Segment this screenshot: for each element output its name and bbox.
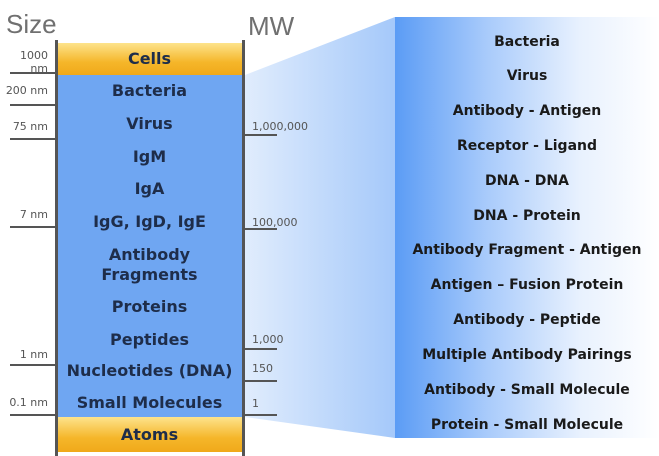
size-label: 75 nm <box>12 120 48 133</box>
size-tick <box>10 104 56 106</box>
mw-axis-line <box>242 40 245 456</box>
mw-tick <box>243 134 277 136</box>
size-tick <box>10 72 56 74</box>
interaction-item: Multiple Antibody Pairings <box>422 347 632 363</box>
interaction-item: Antibody - Antigen <box>452 103 602 119</box>
size-tick <box>10 364 56 366</box>
category-label: Bacteria <box>111 81 188 100</box>
size-tick <box>10 414 56 416</box>
category-label: Small Molecules <box>76 393 223 412</box>
mw-label: 100,000 <box>252 216 298 229</box>
size-label: 1 nm <box>19 348 48 361</box>
mw-tick <box>243 228 277 230</box>
interaction-item: Receptor - Ligand <box>456 138 598 154</box>
interactions-panel <box>395 17 659 438</box>
size-label: 0.1 nm <box>9 396 48 409</box>
size-label: 7 nm <box>19 208 48 221</box>
interaction-item: DNA - DNA <box>485 173 569 189</box>
mw-label: 150 <box>252 362 273 375</box>
interaction-item: Antigen – Fusion Protein <box>430 277 624 293</box>
interaction-item: Antibody Fragment - Antigen <box>412 242 642 258</box>
size-tick <box>10 226 56 228</box>
interaction-item: DNA - Protein <box>473 208 581 224</box>
size-axis-line <box>55 40 58 456</box>
mw-tick <box>243 414 277 416</box>
category-label: IgA <box>134 179 165 198</box>
category-label: Fragments <box>101 265 198 284</box>
mw-tick <box>243 348 277 350</box>
interaction-item: Virus <box>506 68 548 84</box>
cells-label: Cells <box>127 49 172 68</box>
atoms-label: Atoms <box>120 425 179 444</box>
category-label: IgM <box>132 147 167 166</box>
interaction-item: Antibody - Small Molecule <box>424 382 630 398</box>
category-label: Antibody <box>108 245 191 264</box>
interaction-item: Bacteria <box>494 34 560 50</box>
mw-tick <box>243 380 277 382</box>
cells-band <box>57 43 242 75</box>
category-label: Peptides <box>110 330 189 349</box>
size-scale-band <box>57 75 242 417</box>
size-axis-title: Size <box>6 9 57 39</box>
atoms-band <box>57 417 242 452</box>
interaction-item: Antibody - Peptide <box>453 312 601 328</box>
mw-label: 1 <box>252 397 259 410</box>
category-label: Nucleotides (DNA) <box>66 361 233 380</box>
mw-label: 1,000 <box>252 333 284 346</box>
size-label: 1000 nm <box>20 49 48 75</box>
category-label: IgG, IgD, IgE <box>93 212 206 231</box>
interaction-item: Protein - Small Molecule <box>430 417 624 433</box>
mw-axis-title: MW <box>248 11 295 41</box>
size-label: 200 nm <box>5 84 48 97</box>
category-label: Proteins <box>111 297 188 316</box>
category-label: Virus <box>126 114 173 133</box>
mw-label: 1,000,000 <box>252 120 308 133</box>
size-tick <box>10 138 56 140</box>
